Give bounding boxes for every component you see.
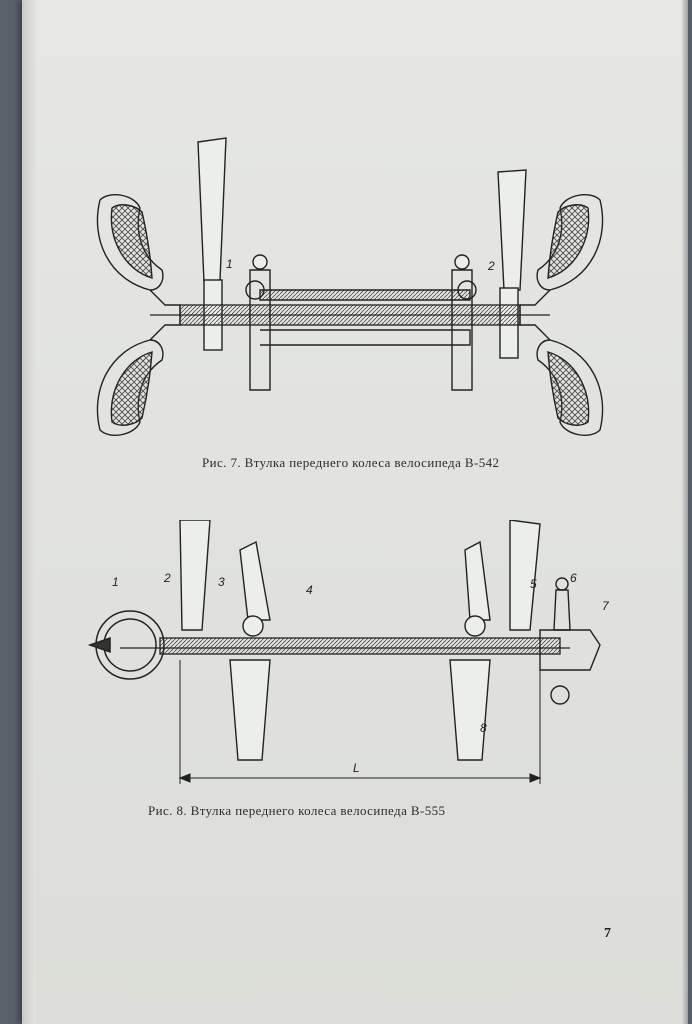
- fig8-label-1: 1: [112, 575, 119, 589]
- left-wingnut: [96, 194, 181, 436]
- fig8-label-2: 2: [163, 571, 171, 585]
- fig8-label-7: 7: [602, 599, 610, 613]
- fig8-label-6: 6: [570, 571, 577, 585]
- right-wingnut: [519, 194, 604, 436]
- fig8-label-8: 8: [480, 721, 487, 735]
- fork-blades-b555: [179, 520, 541, 631]
- page-edge: [682, 0, 688, 1024]
- dimension-line-L: [178, 660, 542, 784]
- axle: [150, 304, 550, 326]
- fig7-label-1: 1: [226, 257, 233, 271]
- fig7-label-2: 2: [487, 259, 495, 273]
- figure-8-hub-drawing: L 1 2 3 4 5 6 7 8: [70, 520, 630, 790]
- fig8-label-3: 3: [218, 575, 225, 589]
- hub-shell: [245, 254, 477, 391]
- figure-7-caption: Рис. 7. Втулка переднего колеса велосипе…: [202, 455, 500, 470]
- book-page: 1 2 Рис. 7. Втулка переднего колеса вело…: [22, 0, 688, 1024]
- hub-flanges: [229, 540, 491, 761]
- page-number: 7: [604, 926, 611, 941]
- fig8-dimension-L: L: [353, 761, 360, 775]
- fig8-label-4: 4: [306, 583, 313, 597]
- fig8-label-5: 5: [530, 577, 537, 591]
- figure-7-hub-drawing: 1 2: [80, 130, 620, 450]
- axle-b555: [120, 637, 570, 655]
- quick-release-lever: [87, 610, 165, 680]
- page-fold-shadow: [22, 0, 36, 1024]
- figure-8-caption: Рис. 8. Втулка переднего колеса велосипе…: [148, 803, 446, 818]
